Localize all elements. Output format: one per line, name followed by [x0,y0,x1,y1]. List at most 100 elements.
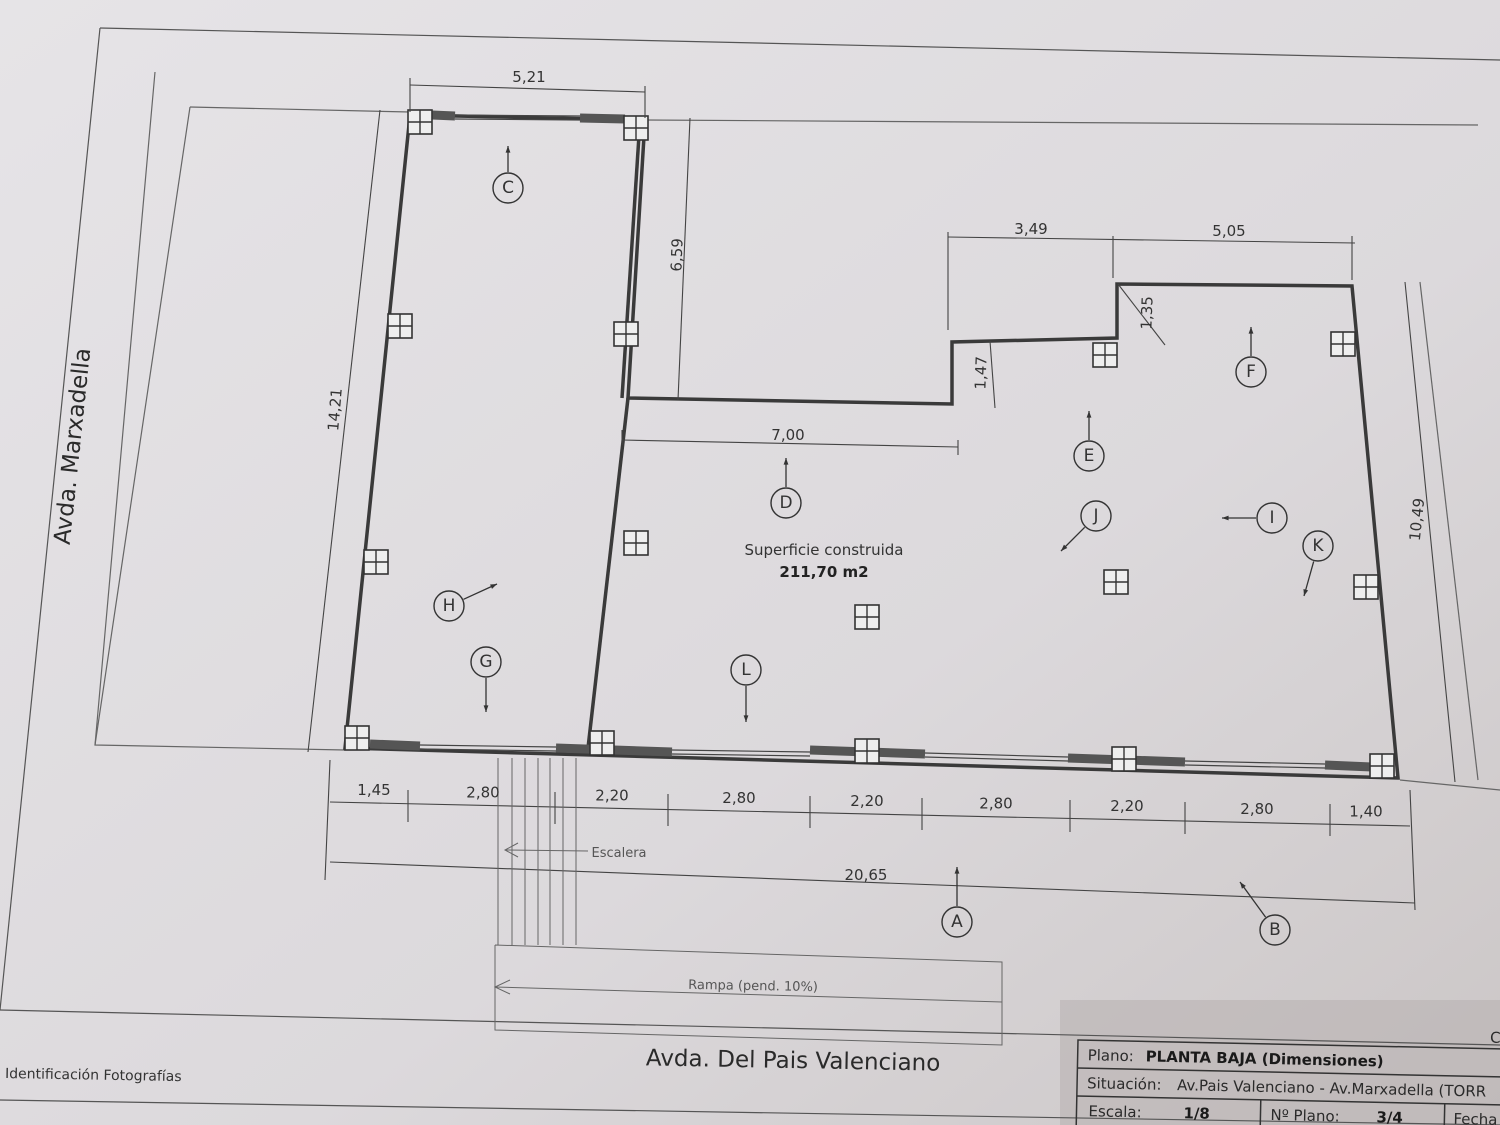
window [454,118,581,121]
photo-point-label: E [1084,446,1095,466]
column-icon [363,549,389,575]
photo-point-i: I [1222,502,1288,534]
photo-point-b: B [1239,881,1291,946]
window [454,114,581,117]
corner-letter: C [1490,1029,1500,1047]
photo-point-e: E [1073,411,1105,472]
window [419,744,557,748]
dimension-label: 2,80 [979,795,1012,813]
dimension-line [324,759,331,881]
dimension-label: 5,05 [1212,222,1245,240]
photo-point-d: D [770,458,802,519]
column-icon [613,321,639,347]
photo-point-label: J [1092,506,1098,526]
dimension-label: 7,00 [771,426,804,444]
column-icon [623,115,649,141]
column-icon [407,109,433,135]
column-icon [1369,753,1395,779]
dimension-label: 2,20 [595,786,628,804]
photo-point-label: I [1269,508,1274,528]
title-block: C Plano: PLANTA BAJA (Dimensiones) Situa… [1075,1029,1500,1125]
columns [344,109,1395,779]
dimension-label: 3,49 [1014,220,1047,238]
window [924,752,1069,758]
dimension-label: 10,49 [1406,497,1428,542]
column-icon [1103,569,1129,595]
dimension-line [329,801,1411,827]
dimension-label: 1,47 [971,356,990,390]
ramp [493,944,1003,1046]
fecha-label: Fecha [1453,1110,1497,1125]
escala-value: 1/8 [1183,1104,1210,1123]
wall-block [579,113,626,124]
photo-point-label: F [1246,362,1256,382]
total-width-label: 20,65 [845,866,888,884]
dimension-label: 1,40 [1349,803,1382,821]
escala-label: Escala: [1088,1102,1142,1121]
dimension-label: 6,59 [667,238,686,272]
photo-points: A B C D E F G H I J K L [433,146,1334,946]
dimension-label: 2,80 [722,789,755,807]
photo-id-label: Identificación Fotografías [5,1066,182,1085]
column-icon [854,738,880,764]
photo-point-a: A [941,867,973,938]
dimension-line [621,439,959,448]
ramp-label: Rampa (pend. 10%) [688,978,818,995]
photo-point-label: L [741,660,751,680]
column-icon [387,313,413,339]
num-plano-value: 3/4 [1376,1108,1403,1125]
window [1184,764,1326,769]
photo-point-k: K [1302,530,1334,597]
column-icon [1353,574,1379,600]
dimension-label: 2,80 [466,784,499,802]
column-icon [623,530,649,556]
dimension-lines [307,78,1456,911]
photo-point-label: B [1269,920,1281,940]
dimension-line [409,84,646,93]
column-icon [854,604,880,630]
situacion-label: Situación: [1087,1074,1162,1094]
dimension-line [307,109,381,753]
column-icon [1111,746,1137,772]
window [1184,760,1326,765]
building-walls [343,113,1400,780]
stair [497,758,589,945]
wall-block [1324,760,1373,772]
sheet-frame [0,27,1500,1125]
dimension-label: 2,80 [1240,800,1273,818]
photo-point-l: L [730,654,762,722]
dimension-line [1409,789,1416,911]
photo-point-g: G [470,646,502,712]
dimension-line [947,236,1356,244]
num-plano-label: Nº Plano: [1270,1106,1340,1125]
dimension-line [677,117,691,401]
dimension-label: 2,20 [850,792,883,810]
photo-point-f: F [1235,327,1267,388]
window [419,748,557,752]
area-label: Superficie construida [745,541,904,559]
photo-point-label: G [479,652,492,672]
dimension-line [1404,281,1456,783]
dimension-label: 5,21 [512,68,545,86]
photo-point-label: A [951,912,963,932]
stair-label: Escalera [591,846,646,861]
dimension-line [329,861,1416,904]
photo-point-c: C [492,146,524,204]
window [671,749,811,753]
plot-boundary [94,71,1500,791]
dimension-label: 2,20 [1110,797,1143,815]
column-icon [1330,331,1356,357]
window [671,753,811,757]
photo-point-label: D [779,493,792,513]
photo-point-j: J [1060,500,1112,552]
shadow [1060,1000,1500,1125]
plano-label: Plano: [1087,1046,1134,1065]
photo-point-label: C [502,178,514,198]
street-bottom-label: Avda. Del Pais Valenciano [646,1045,941,1076]
dimension-line [989,340,996,409]
area-value: 211,70 m2 [779,563,868,581]
photo-point-h: H [433,583,498,622]
column-icon [589,730,615,756]
